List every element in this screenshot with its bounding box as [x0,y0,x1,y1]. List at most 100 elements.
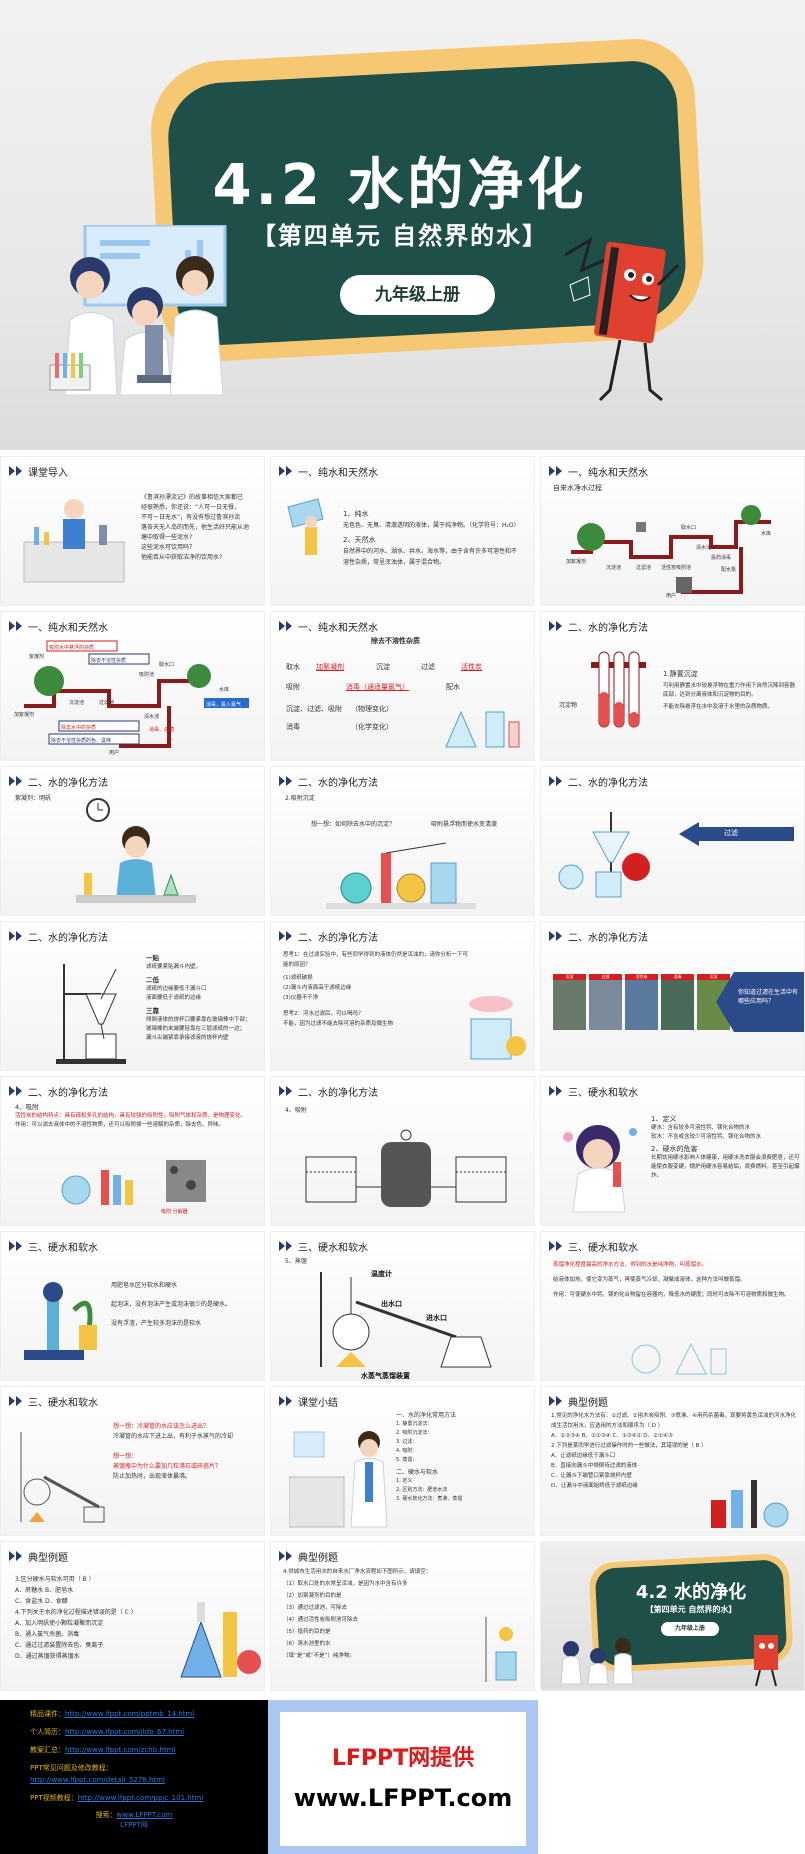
question-callout: 你知道过滤在生活中有哪些应用吗？ [716,972,804,1032]
slide-thumbnail[interactable]: 三、硬水和软水 5、蒸馏 温度计 出水口 进水口 水蒸气蒸馏装置 [270,1231,535,1381]
svg-text:加絮凝剂: 加絮凝剂 [14,711,34,718]
link-label: 教案汇总： [30,1746,65,1754]
photo-caption: 消毒 [661,974,694,980]
slide-thumbnail[interactable]: 二、水的净化方法 一贴 滤纸要紧贴漏斗内壁。 二低 滤纸的边缘要低于漏斗口 液面… [0,921,265,1071]
link-url[interactable]: http://www.lfppt.com/jldb_67.html [65,1728,185,1736]
slide-title: 二、水的净化方法 [28,932,108,944]
slide-thumbnail[interactable]: 一、纯水和天然水 自来水净水过程 取水口 沉淀池 过滤池 活性炭吸附池 清水池 … [540,456,805,606]
link-url[interactable]: http://www.lfppt.com/detail_5278.html [30,1776,165,1784]
closing-slide-thumbnail[interactable]: 4.2 水的净化 【第四单元 自然界的水】 九年级上册 [540,1541,805,1691]
photo-caption: 沉淀 [553,974,586,980]
slide-thumbnail[interactable]: 二、水的净化方法 过滤 [540,766,805,916]
text-line: D．让漏斗中液面始终低于滤纸边缘 [551,1483,638,1489]
slide-thumbnail[interactable]: 典型例题 1.常见的净化水方法有：①过滤、②用木炭吸附、③煮沸、④用药杀菌毒，现… [540,1386,805,1536]
slide-thumbnail[interactable]: 三、硬水和软水 1、定义 硬水：含有较多可溶性钙、镁化合物的水 软水：不含或含较… [540,1076,805,1226]
slide-thumbnail[interactable]: 典型例题 4.供城市生活用水的自来水厂净水流程如下图所示，请填空： （1）取水口… [270,1541,535,1691]
text-line: 过滤 [421,663,435,671]
photo-caption: 过滤 [589,974,622,980]
slide-title: 一、纯水和天然水 [28,622,108,634]
svg-text:沉淀池: 沉淀池 [606,564,621,571]
text-line: 2. 区别方法：肥皂水法 [396,1487,448,1493]
text-line: （3）通过过滤池，可除去 [283,1605,348,1611]
svg-text:消毒、杀菌: 消毒、杀菌 [149,726,174,733]
link-url[interactable]: http://www.lfppt.com/ppjc_101.html [77,1794,204,1802]
chevron-icon [279,621,285,631]
resource-links-panel: 精品课件：http://www.lfppt.com/pptmb_14.html … [0,1700,268,1854]
slide-thumbnail[interactable]: 一、纯水和天然水 吸附水中悬浮的杂质 除去不溶性杂质 取水口 吸附池 絮凝剂 加… [0,611,265,761]
slide-thumbnail[interactable]: 三、硬水和软水 蒸馏净化程度最高的净水方法，得到的水是纯净物，叫蒸馏水。 给液体… [540,1231,805,1381]
slide-thumbnail[interactable]: 一、纯水和天然水 除去不溶性杂质 取水 加絮凝剂 沉淀 过滤 活性炭 吸附 消毒… [270,611,535,761]
diagram-caption: 水蒸气蒸馏装置 [361,1371,410,1380]
link-url[interactable]: http://www.lfppt.com/pptmb_14.html [65,1710,195,1718]
lab-stand-illustration [485,1617,517,1682]
slide-thumbnail[interactable]: 二、水的净化方法 沉淀 过滤 活性炭 消毒 沉淀 你知道过滤在生活中有哪些应用吗… [540,921,805,1071]
slide-thumbnail[interactable]: 课堂小结 一、水的净化常用方法 1. 静置沉淀法： 2. 吸附沉淀法： 3. 过… [270,1386,535,1536]
text-line: 不能去除悬浮在水中及溶于水里的杂质物质。 [663,704,774,710]
text-line: 落各天无人岛的而先，他生活好只能从池 [141,524,250,531]
text-line: 滤纸要紧贴漏斗内壁。 [146,964,202,970]
lfppt-banner-line2[interactable]: www.LFPPT.com [293,1784,513,1812]
cover-grade-badge: 九年级上册 [340,275,495,315]
text-line: （4）通过活性炭吸附池可除去 [283,1617,359,1623]
chevron-icon [556,931,562,941]
svg-text:取水口: 取水口 [159,661,174,668]
slide-header: 三、硬水和软水 [279,1238,368,1254]
link-url[interactable]: http://www.lfppt.com/zchb.html [65,1746,176,1754]
slide-thumbnail[interactable]: 二、水的净化方法 思考1：在过滤实验中，有些同学得到的液体仍然是浑浊的，请你分析… [270,921,535,1071]
slide-header: 二、水的净化方法 [279,1083,378,1099]
text-line: 想一想：如何除去水中的沉淀？ [311,821,396,828]
text-line: 倾倒液体的烧杯口要紧靠在玻璃棒中下部； [146,1017,251,1023]
diagram-label: 进水口 [426,1313,447,1322]
chevron-icon [556,621,562,631]
left-arrow-icon [716,972,804,1032]
closing-title: 4.2 水的净化 [635,1582,747,1603]
diagram-label: 出水口 [381,1299,402,1308]
slide-header: 典型例题 [549,1393,608,1409]
chevron-icon [279,776,285,786]
glassware-sketch-illustration [631,1342,727,1375]
text-line: 蒸馏瓶中为什么要加几粒沸石或碎瓷片？ [113,1463,222,1470]
svg-text:投药消毒: 投药消毒 [711,554,731,561]
lfppt-banner: LFPPT网提供 www.LFPPT.com [268,1700,538,1854]
slide-thumbnail[interactable]: 二、水的净化方法 沉淀物 1.静置沉淀 可利用静置水中较悬浮物在重力作用下自然沉… [540,611,805,761]
slide-title: 二、水的净化方法 [298,1087,378,1099]
link-url[interactable]: www.LFPPT.com [116,1811,173,1819]
slide-thumbnail[interactable]: 二、水的净化方法 4、吸附 活性炭的结构特点：具有疏松多孔的结构，具有较强的吸附… [0,1076,265,1226]
text-line: 2、硬水的危害 [651,1145,698,1153]
chevron-icon [9,1551,15,1561]
slide-thumbnail[interactable]: 三、硬水和软水 用肥皂水区分软水和硬水 起泡沫，没有泡沫产生或泡沫很少的是硬水。… [0,1231,265,1381]
chevron-icon [286,621,292,631]
slide-header: 三、硬水和软水 [9,1238,98,1254]
slide-title: 一、纯水和天然水 [298,467,378,479]
text-line: 作用：可使硬水中钙、镁的化合物留在容器内，降低水的硬度；同时可去除不可溶物质和微… [553,1292,790,1298]
text-line: (2)漏斗内液面高于滤纸边缘 [283,985,352,991]
text-line: 2. 吸附沉淀法： [396,1430,433,1436]
slide-title: 课堂导入 [28,467,68,479]
text-line: 3. 硬水软化方法：煮沸、蒸馏 [396,1496,463,1502]
slide-title: 二、水的净化方法 [298,777,378,789]
slide-title: 二、水的净化方法 [298,932,378,944]
slide-thumbnail[interactable]: 二、水的净化方法 4、吸附 [270,1076,535,1226]
cover-slide[interactable]: 4.2 水的净化 【第四单元 自然界的水】 九年级上册 [0,0,805,450]
chevron-icon [16,776,22,786]
slide-thumbnail[interactable]: 一、纯水和天然水 1、纯水 无色色、无臭、清澈透明的液体，属于纯净物。（化学符号… [270,456,535,606]
slide-title: 典型例题 [28,1552,68,1564]
slide-thumbnail[interactable]: 课堂导入 《鲁滨孙漂流记》的故事相信大家都已 经很熟悉，你还说：“人可一日无餐，… [0,456,265,606]
text-line: 3.区分硬水与软水可用（ B ） [15,1576,95,1583]
left-arrow-icon [679,822,794,846]
cover-title: 4.2 水的净化 [212,153,588,218]
text-line: 经很熟悉，你还说：“人可一日无餐， [141,504,241,511]
chevron-icon [279,1551,285,1561]
closing-subtitle: 【第四单元 自然界的水】 [645,1605,737,1614]
slide-thumbnail[interactable]: 二、水的净化方法 絮凝剂：明矾 [0,766,265,916]
text-line: 起泡沫，没有泡沫产生或泡沫很少的是硬水。 [111,1301,232,1308]
slide-thumbnail[interactable]: 三、硬水和软水 想一想：冷凝管的水应该怎么进出？ 冷凝管的水应下进上出，有利于水… [0,1386,265,1536]
slide-thumbnail[interactable]: 典型例题 3.区分硬水与软水可用（ B ） A．蔗糖水 B．肥皂水 C．食盐水 … [0,1541,265,1691]
text-line: 溶性杂质，常呈浑浊体，属于混合物。 [343,559,446,566]
slide-title: 三、硬水和软水 [298,1242,368,1254]
text-line: 蒸馏净化程度最高的净水方法，得到的水是纯净物，叫蒸馏水。 [553,1262,708,1268]
slide-thumbnail[interactable]: 二、水的净化方法 2.吸附沉淀 想一想：如何除去水中的沉淀？ 吸附悬浮物而使水变… [270,766,535,916]
text-line: 想一想： [113,1453,138,1460]
chevron-icon [16,466,22,476]
